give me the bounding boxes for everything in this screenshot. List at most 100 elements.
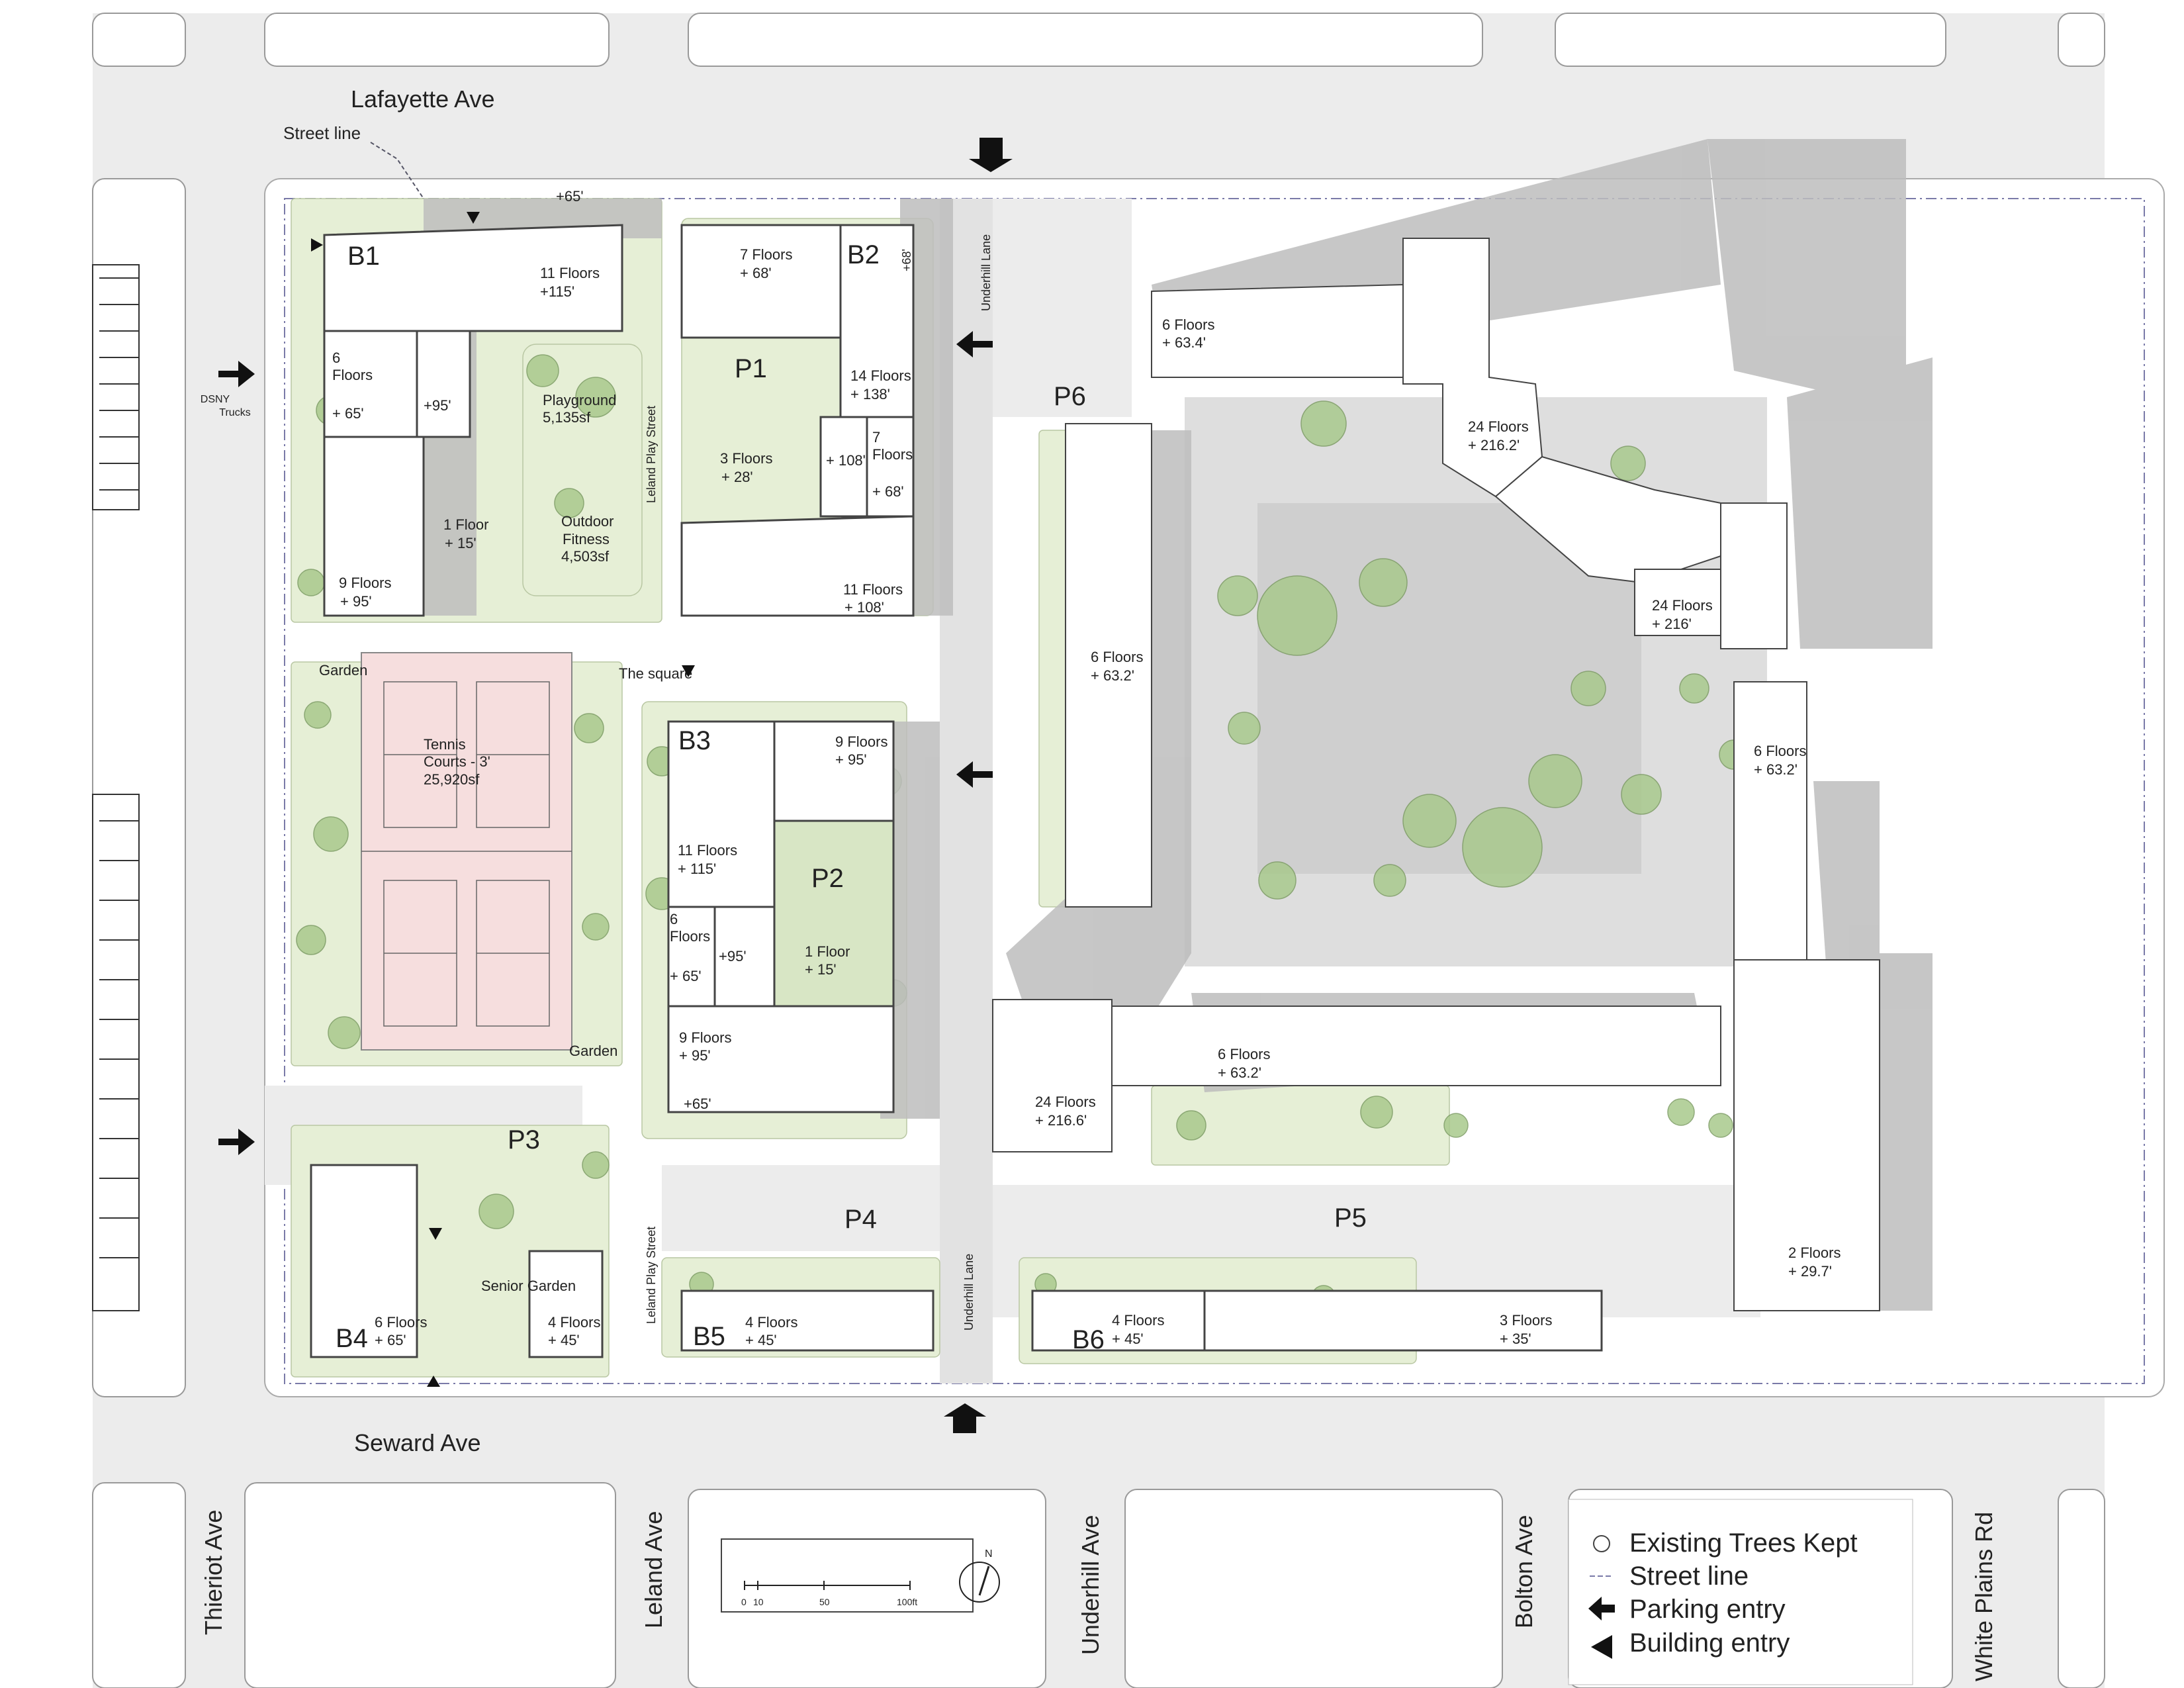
b3-height: + 115' <box>678 861 716 877</box>
b5-height: + 45' <box>745 1332 777 1348</box>
building-b3-6 <box>667 906 716 1008</box>
label-b6: B6 <box>1072 1325 1105 1354</box>
e2-height: + 216.2' <box>1468 437 1520 453</box>
b6-height: + 45' <box>1112 1331 1144 1347</box>
b4-east-floors: 4 Floors <box>548 1314 600 1331</box>
garden-label-2: Garden <box>569 1043 617 1059</box>
b2-108-height: + 108' <box>826 452 866 469</box>
e7-height: + 216.6' <box>1035 1112 1087 1129</box>
p6-lot <box>993 199 1132 417</box>
e1-height: + 63.4' <box>1162 334 1206 351</box>
e6-height: + 63.2' <box>1218 1064 1261 1081</box>
street-thieriot: Thieriot Ave <box>200 1510 227 1635</box>
e2-floors: 24 Floors <box>1468 418 1529 435</box>
street-underhill-lane-2: Underhill Lane <box>962 1254 976 1331</box>
b1-south-floors: 9 Floors <box>339 575 391 591</box>
parking-entry-arrow-west <box>218 1129 255 1155</box>
b2-68-floors-2: Floors <box>872 446 913 463</box>
scale-tick-0: 0 <box>741 1597 747 1607</box>
b4-floors: 6 Floors <box>375 1314 427 1331</box>
b2-top-height: + 68' <box>740 265 772 281</box>
left-block-buildings <box>92 264 140 1311</box>
e1-floors: 6 Floors <box>1162 316 1214 333</box>
e5-floors: 6 Floors <box>1754 743 1806 759</box>
b1-mid-height: +95' <box>424 397 451 414</box>
b1-floors: 11 Floors <box>540 265 600 281</box>
legend-trees: Existing Trees Kept <box>1629 1528 1858 1558</box>
legend <box>1568 1499 1913 1685</box>
b3-6-floors-2: Floors <box>670 928 710 945</box>
label-b5: B5 <box>693 1322 725 1351</box>
building-b6-a <box>1031 1289 1206 1352</box>
street-seward: Seward Ave <box>354 1429 480 1456</box>
the-square-label: The square <box>619 665 692 682</box>
b4-east-height: + 45' <box>548 1332 580 1348</box>
b2-height: + 138' <box>850 386 890 402</box>
b3-95-height: +95' <box>719 948 747 964</box>
street-underhill-lane-1: Underhill Lane <box>979 234 993 311</box>
tennis-area: 25,920sf <box>424 771 480 788</box>
senior-garden-label: Senior Garden <box>481 1278 576 1294</box>
b1-wing-floors-2: Floors <box>332 367 373 383</box>
playground-area: 5,135sf <box>543 409 591 426</box>
parking-entry-arrow-lafayette <box>969 138 1013 172</box>
e7-floors: 24 Floors <box>1035 1094 1096 1110</box>
building-b1 <box>323 224 623 332</box>
p2-roof <box>773 820 895 1008</box>
b3-south-height: + 95' <box>679 1047 711 1064</box>
b1-low-floors: 1 Floor <box>443 516 488 533</box>
street-line-note: Street line <box>283 123 361 143</box>
height-labels: 11 Floors +115' 6 Floors + 65' +95' 1 Fl… <box>332 188 1841 1348</box>
b3-south-floors: 9 Floors <box>679 1029 731 1046</box>
scale-tick-100: 100ft <box>897 1597 917 1607</box>
fitness-area: 4,503sf <box>561 548 610 565</box>
b2-top-floors: 7 Floors <box>740 246 792 263</box>
outdoor-label: Outdoor <box>561 513 614 530</box>
legend-street-line: Street line <box>1629 1562 1749 1591</box>
fitness-label: Fitness <box>563 531 610 547</box>
p4-lot <box>662 1165 940 1251</box>
street-leland-play-1: Leland Play Street <box>645 406 658 503</box>
label-b1: B1 <box>347 242 380 271</box>
proposed-buildings <box>310 224 1603 1358</box>
b2-south-height: + 108' <box>844 599 884 616</box>
b6-east-height: + 35' <box>1500 1331 1531 1347</box>
playground-label: Playground <box>543 392 616 408</box>
label-p6: P6 <box>1054 382 1086 411</box>
e6-floors: 6 Floors <box>1218 1046 1270 1062</box>
building-entry-markers <box>311 212 695 1387</box>
building-b3-top <box>773 720 895 822</box>
p2-height: + 15' <box>805 961 837 978</box>
b1-height: +115' <box>540 283 574 300</box>
p1-floors: 3 Floors <box>720 450 772 467</box>
legend-building: Building entry <box>1629 1628 1790 1658</box>
street-white-plains: White Plains Rd <box>1970 1512 1997 1681</box>
b3-top-floors: 9 Floors <box>835 733 887 750</box>
building-b4 <box>310 1164 418 1358</box>
b3-6-height: + 65' <box>670 968 702 984</box>
b1-wing-height: + 65' <box>332 405 364 422</box>
street-line-leader <box>370 142 424 199</box>
b4-height: + 65' <box>375 1332 406 1348</box>
p1-height: + 28' <box>721 469 753 485</box>
b2-south-floors: 11 Floors <box>843 581 903 598</box>
building-b3 <box>667 720 776 908</box>
garden-label-1: Garden <box>319 662 367 679</box>
b1-south-height: + 95' <box>340 593 372 610</box>
north-label: N <box>985 1548 993 1560</box>
e3-floors: 24 Floors <box>1652 597 1713 614</box>
label-p5: P5 <box>1334 1203 1367 1233</box>
building-b1-wing <box>323 330 418 438</box>
e4-floors: 6 Floors <box>1091 649 1143 665</box>
e3-height: + 216' <box>1652 616 1692 632</box>
parking-entry-icon <box>1588 1597 1615 1620</box>
building-b2-south <box>680 515 915 617</box>
courts-label: Courts - 3' <box>424 753 490 770</box>
dsny-label: DSNY <box>201 394 230 405</box>
b2-68-floors: 7 <box>872 429 880 445</box>
legend-parking: Parking entry <box>1629 1595 1786 1624</box>
scale-tick-50: 50 <box>819 1597 830 1607</box>
street-lafayette: Lafayette Ave <box>351 85 495 113</box>
trucks-label: Trucks <box>219 407 250 418</box>
label-p4: P4 <box>844 1205 877 1234</box>
